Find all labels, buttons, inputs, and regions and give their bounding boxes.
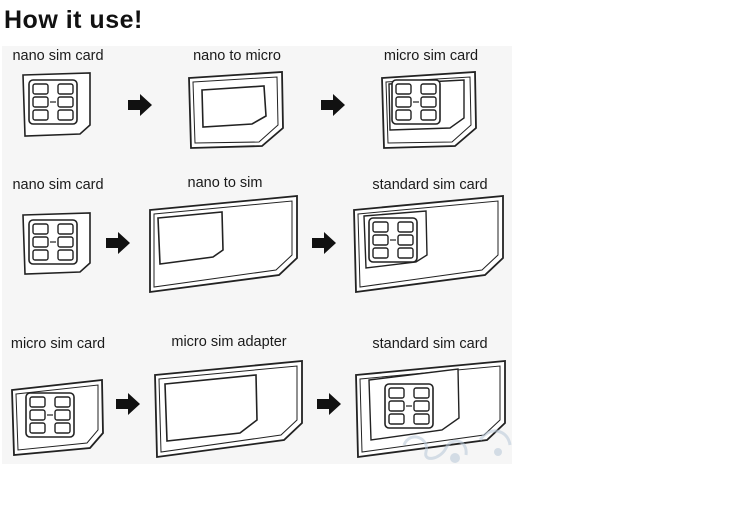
step-label-r1-c3: micro sim card (383, 48, 479, 64)
micro-sim-adapter-icon (154, 360, 303, 459)
nano-to-micro-adapter-icon (188, 71, 284, 149)
right-arrow-icon (116, 393, 140, 415)
micro-sim-card-icon (11, 378, 104, 456)
standard-sim-card-icon (353, 195, 504, 294)
nano-sim-card-icon (22, 212, 91, 275)
right-arrow-icon (321, 94, 345, 116)
step-label-r3-c2: micro sim adapter (171, 334, 287, 350)
step-label-r3-c1: micro sim card (10, 336, 106, 352)
step-label-r3-c3: standard sim card (372, 336, 488, 352)
step-label-r2-c2: nano to sim (187, 175, 263, 191)
right-arrow-icon (128, 94, 152, 116)
right-arrow-icon (317, 393, 341, 415)
step-label-r1-c2: nano to micro (193, 48, 281, 64)
step-label-r2-c3: standard sim card (372, 177, 488, 193)
step-label-r2-c1: nano sim card (12, 177, 104, 193)
micro-sim-card-icon (381, 71, 477, 149)
right-arrow-icon (312, 232, 336, 254)
page-title: How it use! (4, 6, 143, 34)
nano-to-sim-adapter-icon (149, 195, 298, 294)
step-label-r1-c1: nano sim card (12, 48, 104, 64)
right-arrow-icon (106, 232, 130, 254)
watermark-flourish (402, 429, 512, 463)
standard-sim-card-icon (355, 360, 506, 459)
nano-sim-card-icon (22, 72, 91, 137)
